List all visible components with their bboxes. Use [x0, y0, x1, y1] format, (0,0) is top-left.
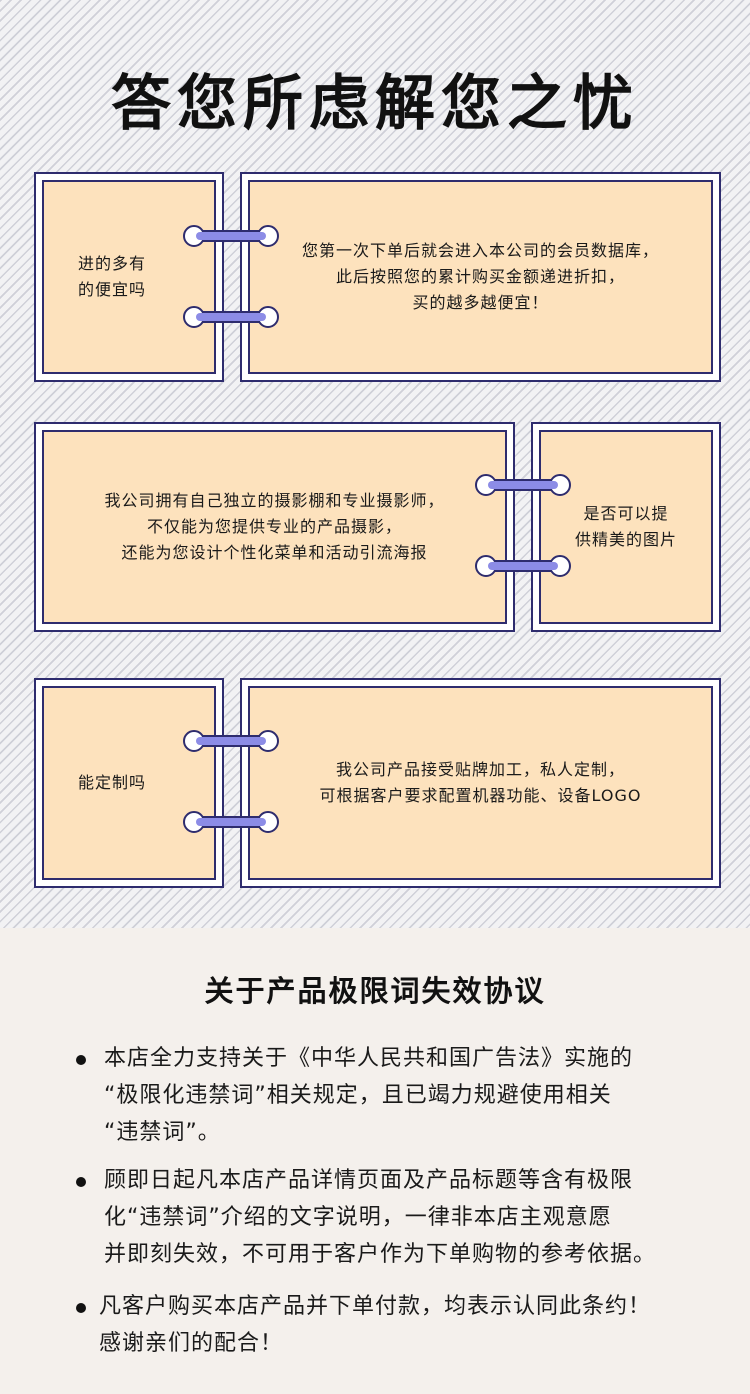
faq-3-answer-card: 我公司产品接受贴牌加工，私人定制， 可根据客户要求配置机器功能、设备LOGO: [240, 678, 721, 888]
faq-1-question-card: 进的多有 的便宜吗: [34, 172, 224, 382]
faq-2-answer-card: 我公司拥有自己独立的摄影棚和专业摄影师， 不仅能为您提供专业的产品摄影， 还能为…: [34, 422, 515, 632]
binder-ring-icon: [182, 305, 280, 329]
notice-item-text: 凡客户购买本店产品并下单付款，均表示认同此条约！ 感谢亲们的配合！: [99, 1294, 652, 1356]
faq-section: 答您所虑解您之忧 进的多有 的便宜吗 您第一次下单后就会进入本公司的会员数据库，…: [0, 0, 750, 928]
faq-2-question-card: 是否可以提 供精美的图片: [531, 422, 721, 632]
binder-ring-icon: [474, 473, 572, 497]
faq-3-question-card: 能定制吗: [34, 678, 224, 888]
faq-1-answer-card: 您第一次下单后就会进入本公司的会员数据库， 此后按照您的累计购买金额递进折扣， …: [240, 172, 721, 382]
faq-3-answer-text: 我公司产品接受贴牌加工，私人定制， 可根据客户要求配置机器功能、设备LOGO: [319, 760, 642, 805]
binder-ring-icon: [182, 224, 280, 248]
faq-3-question-text: 能定制吗: [78, 773, 147, 792]
bullet-dot-icon: [76, 1177, 86, 1187]
binder-ring-icon: [182, 729, 280, 753]
binder-ring-icon: [474, 554, 572, 578]
faq-1-answer: 您第一次下单后就会进入本公司的会员数据库， 此后按照您的累计购买金额递进折扣， …: [248, 180, 713, 374]
bullet-dot-icon: [76, 1303, 86, 1313]
notice-item-text: 顾即日起凡本店产品详情页面及产品标题等含有极限 化“违禁词”介绍的文字说明，一律…: [104, 1168, 657, 1267]
faq-3-answer: 我公司产品接受贴牌加工，私人定制， 可根据客户要求配置机器功能、设备LOGO: [248, 686, 713, 880]
notice-title: 关于产品极限词失效协议: [204, 974, 546, 1008]
faq-2-question-text: 是否可以提 供精美的图片: [574, 504, 677, 549]
faq-2-answer: 我公司拥有自己独立的摄影棚和专业摄影师， 不仅能为您提供专业的产品摄影， 还能为…: [42, 430, 507, 624]
faq-1-answer-text: 您第一次下单后就会进入本公司的会员数据库， 此后按照您的累计购买金额递进折扣， …: [301, 241, 659, 312]
notice-item-text: 本店全力支持关于《中华人民共和国广告法》实施的 “极限化违禁词”相关规定，且已竭…: [104, 1046, 634, 1145]
faq-2-answer-text: 我公司拥有自己独立的摄影棚和专业摄影师， 不仅能为您提供专业的产品摄影， 还能为…: [104, 491, 445, 562]
faq-2-question: 是否可以提 供精美的图片: [539, 430, 713, 624]
bullet-dot-icon: [76, 1055, 86, 1065]
page-title: 答您所虑解您之忧: [111, 69, 639, 139]
faq-1-question-text: 进的多有 的便宜吗: [78, 254, 147, 299]
binder-ring-icon: [182, 810, 280, 834]
faq-1-question: 进的多有 的便宜吗: [42, 180, 216, 374]
faq-3-question: 能定制吗: [42, 686, 216, 880]
